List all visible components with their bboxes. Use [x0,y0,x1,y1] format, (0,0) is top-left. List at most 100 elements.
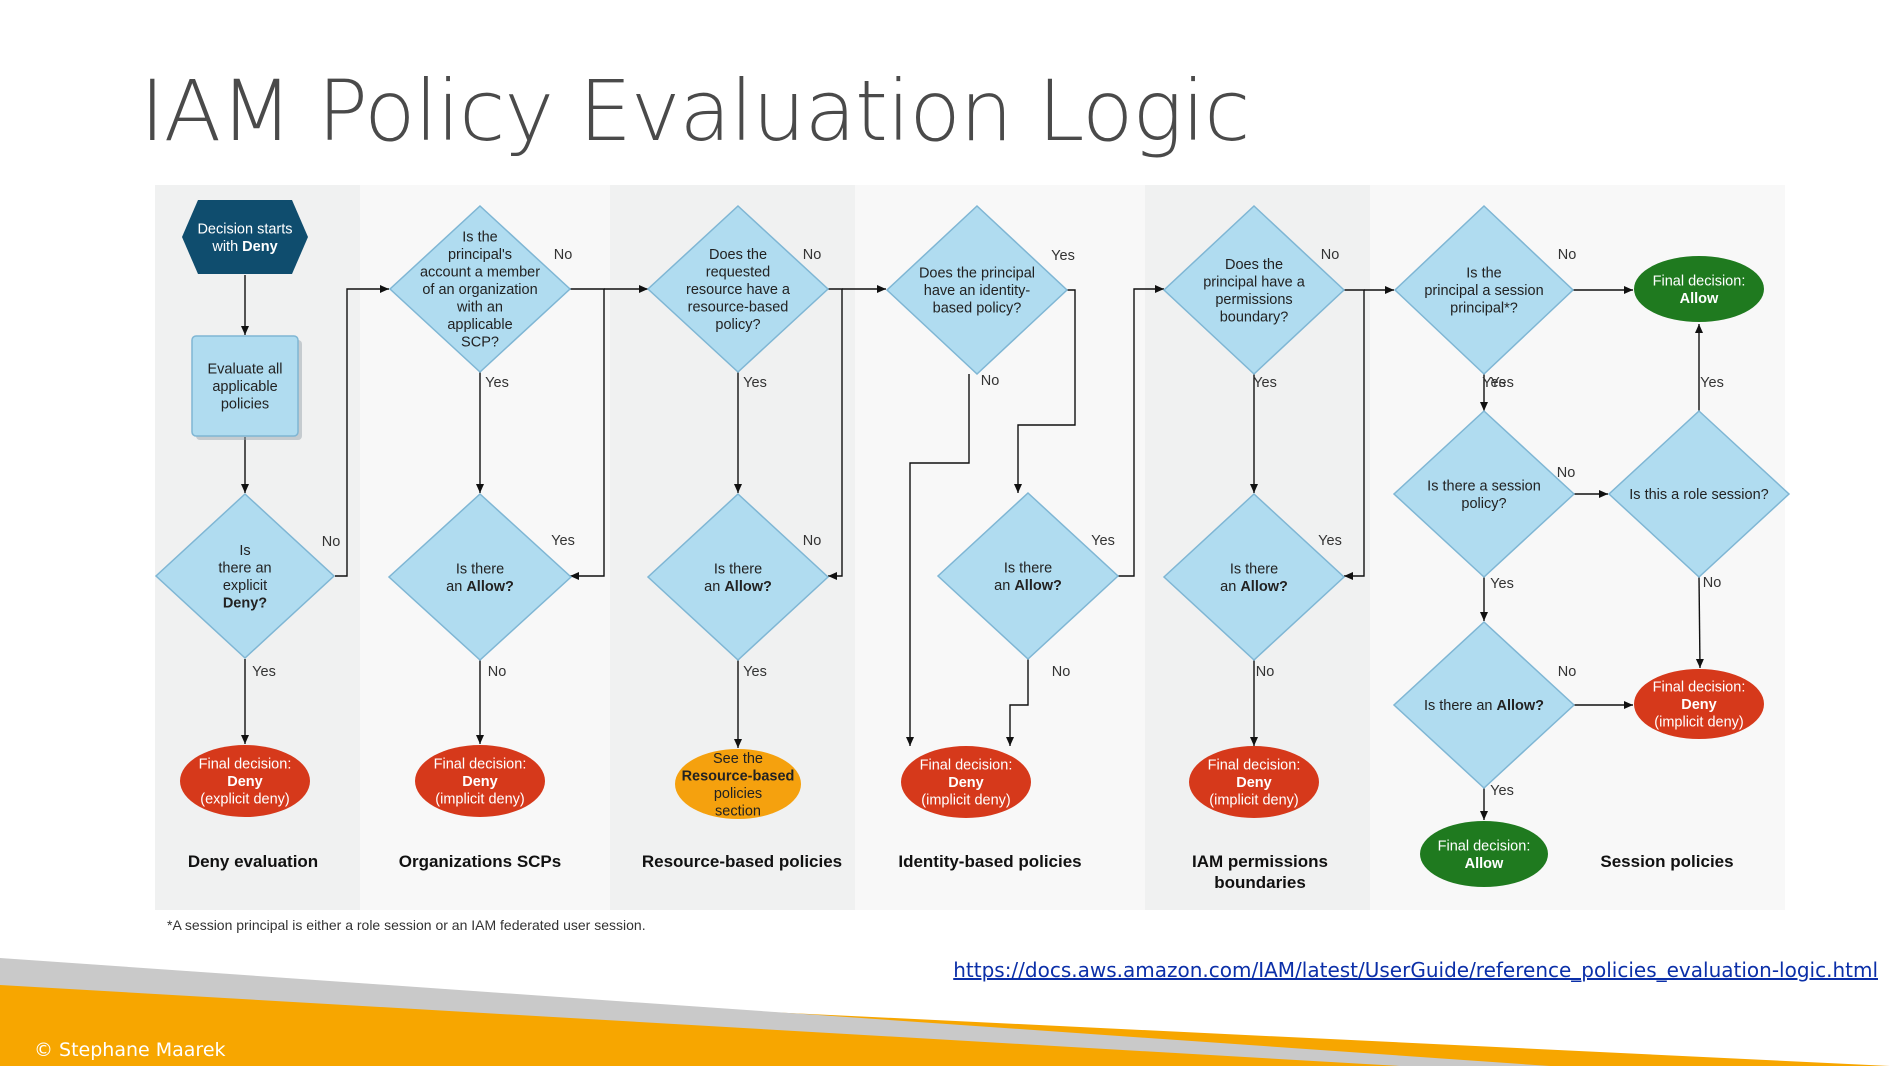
flow-arrow [1118,285,1164,577]
flow-arrow [1014,289,1076,493]
edge-label: Yes [1490,375,1514,391]
org-member-decision [388,204,572,374]
start-step [182,200,308,274]
lane-label: Session policies [1600,852,1733,871]
node-text: Deny [227,774,262,790]
node-text: Final decision: [1438,838,1531,854]
lane-label: Organizations SCPs [399,852,561,871]
footnote: *A session principal is either a role se… [167,917,646,933]
node-text: Final decision: [1653,273,1746,289]
edge-label: No [488,664,507,680]
identity-allow-decision [936,491,1120,661]
node-text: Deny [948,775,983,791]
node-text: Final decision: [920,758,1013,774]
node-text: (implicit deny) [1209,793,1298,809]
flow-arrow [1006,659,1029,746]
node-text: Does the [1225,257,1283,273]
final-explicit-deny-terminal [180,745,310,817]
edge-label: No [1557,465,1576,481]
resource-policy-decision [646,204,830,374]
node-text: boundary? [1220,309,1289,325]
node-text: an Allow? [446,579,514,595]
edge-label: No [981,373,1000,389]
node-text: Is this a role session? [1629,487,1768,503]
node-text: Final decision: [1653,680,1746,696]
final-scp-deny-terminal [415,745,545,817]
node-text: Is there [1004,560,1052,576]
edge-label: Yes [1091,533,1115,549]
flow-arrow [335,285,389,577]
node-text: an Allow? [704,579,772,595]
session-policy-decision [1392,409,1576,579]
edge-label: Yes [551,533,575,549]
node-text: Deny [1236,775,1271,791]
boundary-decision [1162,204,1346,376]
node-text: account a member [420,265,540,281]
final-session-deny-terminal [1634,669,1764,739]
node-text: Deny [462,774,497,790]
node-text: principal a session [1424,283,1543,299]
lane-label: Resource-based policies [642,852,842,871]
flow-arrow [1344,289,1365,580]
node-text: (implicit deny) [1654,715,1743,731]
edge-label: No [803,247,822,263]
copyright: © Stephane Maarek [34,1039,226,1061]
edge-label: Yes [1482,375,1506,391]
node-text: permissions [1215,292,1292,308]
final-boundary-deny-terminal [1189,746,1319,818]
node-text: principal*? [1450,301,1518,317]
node-text: policy? [715,317,760,333]
role-session-decision [1607,409,1791,579]
node-text: Deny [1681,697,1716,713]
scp-allow-decision [387,492,573,662]
final-allow-bottom-terminal [1420,821,1548,887]
docs-link[interactable]: https://docs.aws.amazon.com/IAM/latest/U… [953,958,1878,982]
node-text: Final decision: [434,757,527,773]
node-text: Final decision: [199,757,292,773]
node-text: section [715,803,761,819]
flow-arrow [828,288,843,580]
node-text: Allow [1680,291,1719,307]
node-text: there an [218,560,271,576]
node-text: an Allow? [1220,579,1288,595]
edge-label: No [1321,247,1340,263]
node-text: Is there a session [1427,478,1541,494]
identity-policy-decision [885,204,1069,376]
explicit-deny-decision [154,492,336,660]
node-text: applicable [447,317,512,333]
session-allow-decision [1392,620,1576,790]
flow-arrow [1695,576,1704,669]
edge-label: Yes [1700,375,1724,391]
boundary-allow-decision [1162,492,1346,662]
node-text: Decision starts [197,221,292,237]
node-text: with Deny [211,239,277,255]
node-text: with an [456,300,503,316]
node-text: Does the [709,247,767,263]
evaluate-step [191,335,299,437]
edge-label: No [1703,575,1722,591]
lane-label: IAM permissions [1192,852,1328,871]
gray-swoosh [0,958,1550,1066]
lane-label: boundaries [1214,873,1306,892]
node-text: principal's [448,247,512,263]
lane-label: Deny evaluation [188,852,318,871]
node-text: principal have a [1203,274,1305,290]
node-text: Is there [1230,561,1278,577]
node-text: based policy? [933,301,1022,317]
edge-label: Yes [485,375,509,391]
flow-arrow [570,288,605,580]
node-text: (explicit deny) [200,792,289,808]
node-text: Allow [1465,856,1504,872]
edge-label: No [322,534,341,550]
edge-label: No [1256,664,1275,680]
edge-label: Yes [1490,783,1514,799]
node-text: have an identity- [924,283,1031,299]
page-title: IAM Policy Evaluation Logic [140,62,1250,160]
node-text: (implicit deny) [435,792,524,808]
edge-label: No [1052,664,1071,680]
node-text: Evaluate all [208,362,283,378]
final-identity-deny-terminal [901,746,1031,818]
node-text: (implicit deny) [921,793,1010,809]
edge-label: Yes [1253,375,1277,391]
